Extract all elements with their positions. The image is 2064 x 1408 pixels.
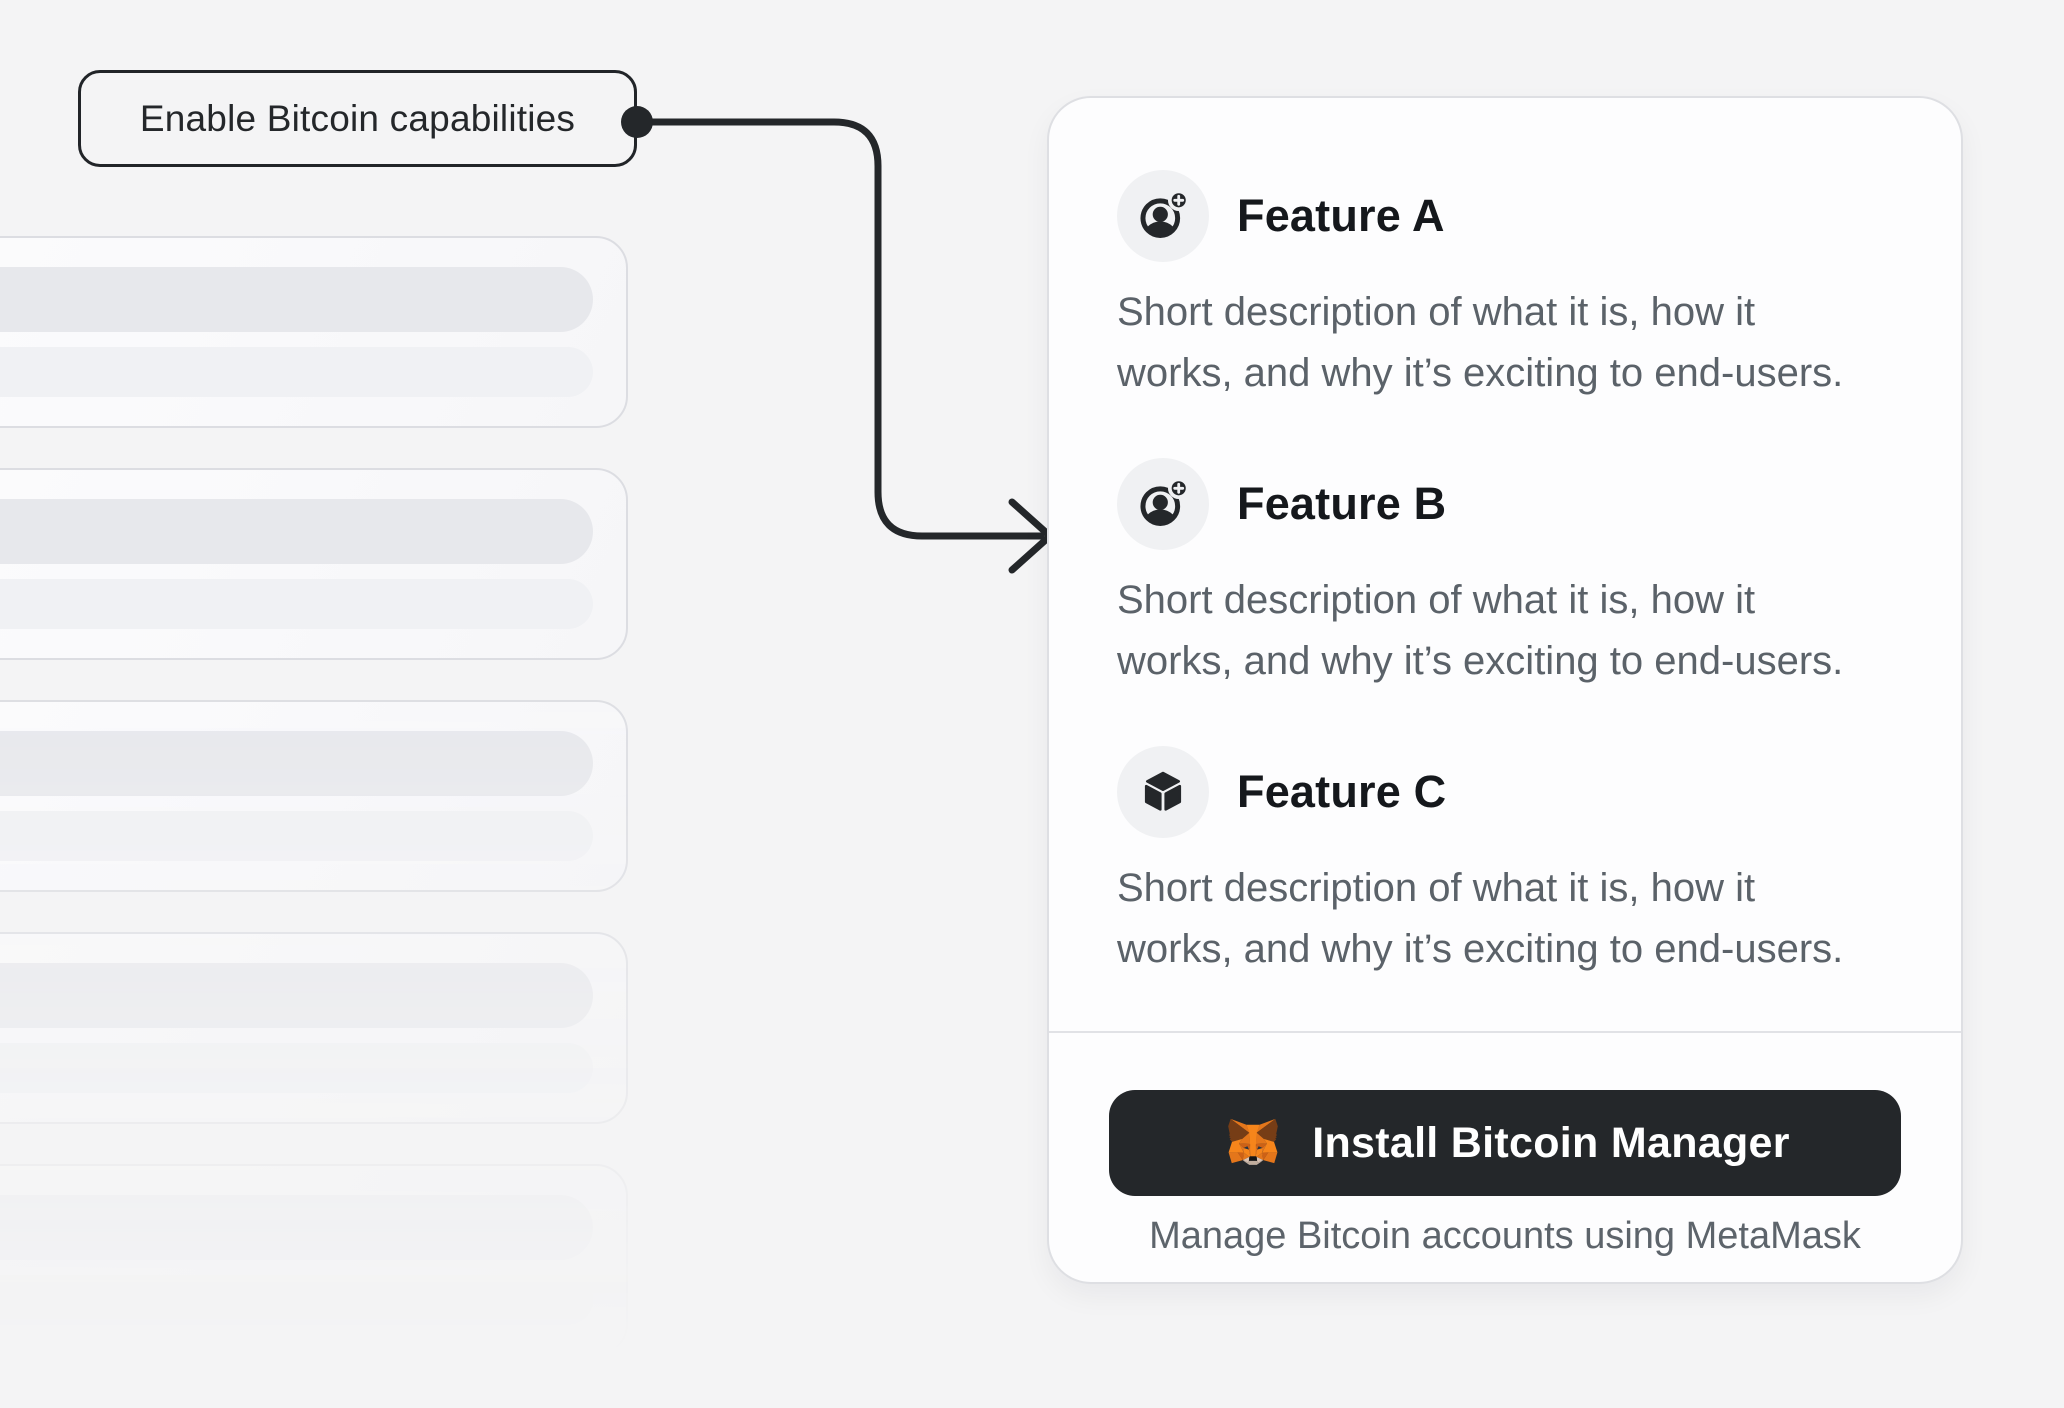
user-add-icon: [1117, 458, 1209, 550]
skeleton-card: [0, 468, 628, 660]
install-button-label: Install Bitcoin Manager: [1312, 1118, 1790, 1167]
feature-title: Feature C: [1237, 766, 1447, 817]
install-caption: Manage Bitcoin accounts using MetaMask: [1149, 1215, 1861, 1257]
skeleton-card: [0, 1164, 628, 1356]
skeleton-bar: [0, 267, 593, 332]
cube-icon: [1117, 746, 1209, 838]
card-divider: [1049, 1031, 1961, 1033]
skeleton-bar: [0, 579, 593, 629]
skeleton-card: [0, 932, 628, 1124]
skeleton-bar: [0, 811, 593, 861]
skeleton-bar: [0, 347, 593, 397]
skeleton-card: [0, 236, 628, 428]
skeleton-bar: [0, 1275, 593, 1325]
skeleton-bar: [0, 499, 593, 564]
feature-row-c: Feature C Short description of what it i…: [1117, 746, 1905, 980]
metamask-fox-icon: [1220, 1112, 1286, 1174]
skeleton-bar: [0, 963, 593, 1028]
skeleton-card-list: [0, 236, 700, 1360]
feature-description: Short description of what it is, how it …: [1117, 290, 1844, 395]
skeleton-card: [0, 700, 628, 892]
skeleton-bar: [0, 731, 593, 796]
skeleton-bar: [0, 1043, 593, 1093]
feature-description: Short description of what it is, how it …: [1117, 578, 1844, 683]
feature-description: Short description of what it is, how it …: [1117, 866, 1844, 971]
feature-title: Feature B: [1237, 478, 1447, 529]
skeleton-bar: [0, 1195, 593, 1260]
feature-title: Feature A: [1237, 190, 1445, 241]
callout-label: Enable Bitcoin capabilities: [78, 70, 637, 167]
feature-card: Feature A Short description of what it i…: [1047, 96, 1963, 1284]
feature-row-b: Feature B Short description of what it i…: [1117, 458, 1905, 692]
feature-row-a: Feature A Short description of what it i…: [1117, 170, 1905, 404]
install-bitcoin-manager-button[interactable]: Install Bitcoin Manager: [1109, 1090, 1901, 1196]
user-add-icon: [1117, 170, 1209, 262]
